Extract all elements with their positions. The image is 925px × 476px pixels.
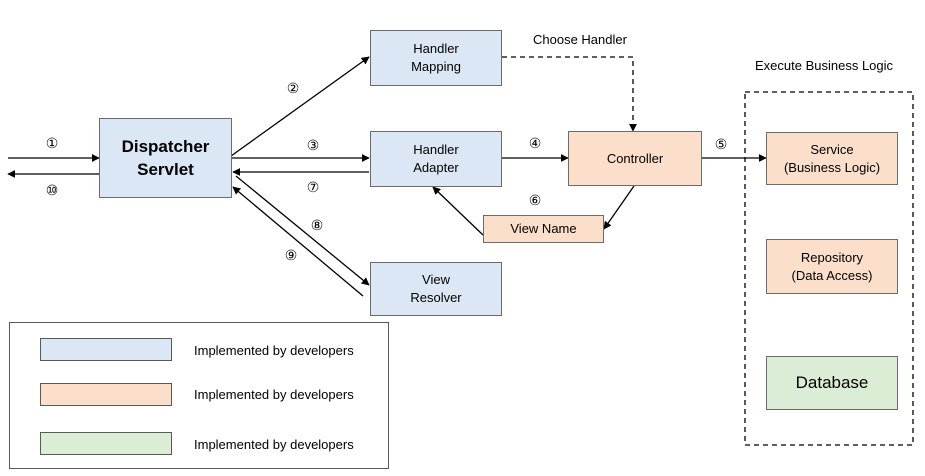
step-10-label: ⑩ bbox=[45, 182, 59, 198]
arrow-view-name-to-adapter bbox=[432, 186, 484, 236]
legend-label-orange: Implemented by developers bbox=[194, 387, 354, 402]
view-resolver-node: View Resolver bbox=[370, 262, 502, 316]
step-6-label: ⑥ bbox=[528, 192, 542, 208]
arrow-to-view-resolver bbox=[235, 175, 370, 286]
arrow-from-view-resolver bbox=[232, 186, 364, 297]
handler-adapter-node: Handler Adapter bbox=[370, 131, 502, 187]
step-4-label: ④ bbox=[528, 135, 542, 151]
step-2-label: ② bbox=[286, 80, 300, 96]
service-node: Service (Business Logic) bbox=[766, 132, 898, 185]
view-name-node: View Name bbox=[483, 215, 604, 243]
legend-swatch-blue bbox=[40, 338, 172, 361]
business-logic-container bbox=[744, 91, 914, 446]
step-7-label: ⑦ bbox=[306, 179, 320, 195]
legend-swatch-orange bbox=[40, 383, 172, 406]
arrow-choose-handler bbox=[502, 56, 637, 132]
database-node: Database bbox=[766, 356, 898, 410]
step-3-label: ③ bbox=[306, 137, 320, 153]
step-5-label: ⑤ bbox=[714, 136, 728, 152]
arrow-to-view-name bbox=[603, 185, 635, 230]
legend-label-green: Implemented by developers bbox=[194, 437, 354, 452]
step-1-label: ① bbox=[45, 135, 59, 151]
step-9-label: ⑨ bbox=[284, 247, 298, 263]
arrow-to-handler-mapping bbox=[230, 56, 370, 157]
handler-mapping-node: Handler Mapping bbox=[370, 30, 502, 86]
dispatcher-servlet-node: Dispatcher Servlet bbox=[99, 118, 232, 198]
legend bbox=[9, 322, 389, 469]
choose-handler-label: Choose Handler bbox=[533, 32, 627, 47]
execute-business-logic-label: Execute Business Logic bbox=[755, 58, 894, 73]
legend-swatch-green bbox=[40, 432, 172, 455]
step-8-label: ⑧ bbox=[310, 217, 324, 233]
controller-node: Controller bbox=[568, 131, 702, 186]
repository-node: Repository (Data Access) bbox=[766, 239, 898, 294]
legend-label-blue: Implemented by developers bbox=[194, 343, 354, 358]
